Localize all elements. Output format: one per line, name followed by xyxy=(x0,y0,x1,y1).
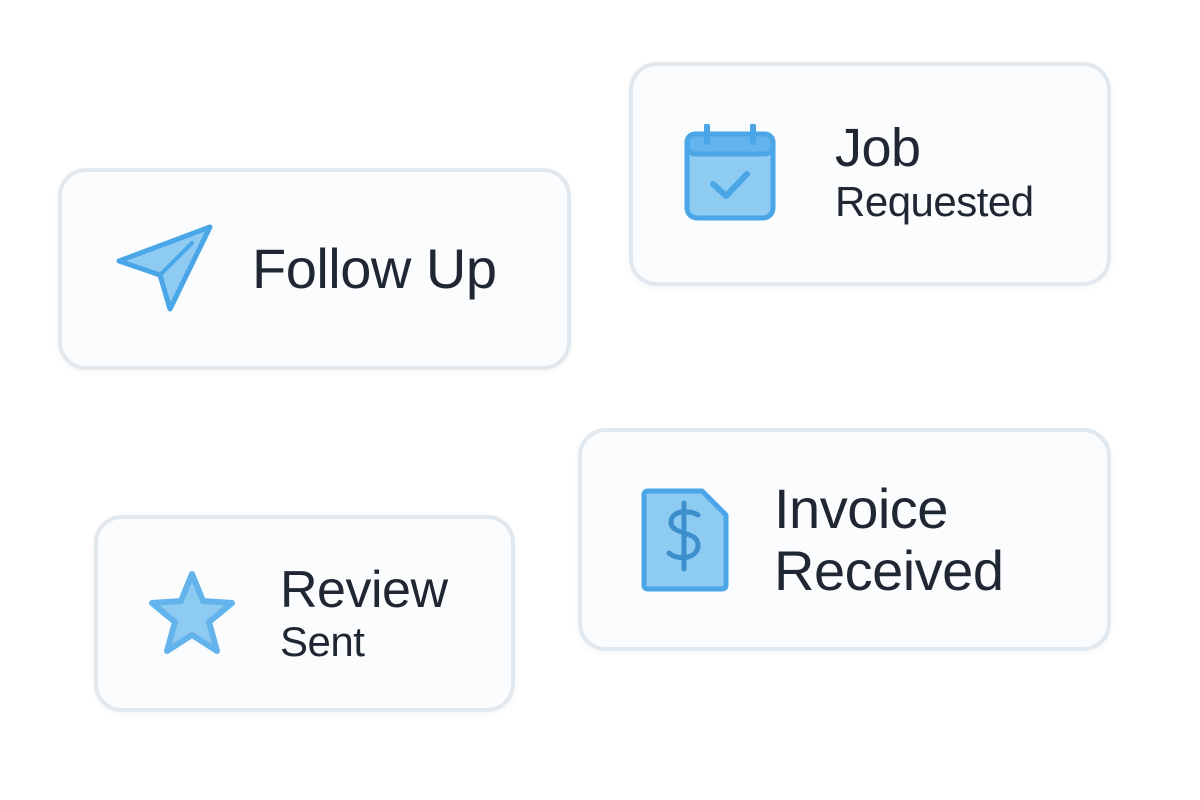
review-sent-card[interactable]: Review Sent xyxy=(94,515,515,712)
job-requested-label: Job Requested xyxy=(835,120,1034,227)
follow-up-title: Follow Up xyxy=(252,237,497,300)
follow-up-card[interactable]: Follow Up xyxy=(58,168,571,370)
review-sent-title: Review xyxy=(280,560,448,619)
follow-up-label: Follow Up xyxy=(252,237,497,300)
review-sent-subtitle: Sent xyxy=(280,618,365,665)
invoice-received-card[interactable]: Invoice Received xyxy=(578,428,1111,651)
invoice-dollar-icon xyxy=(640,487,730,593)
invoice-received-subtitle: Received xyxy=(774,538,1004,602)
calendar-check-icon xyxy=(683,124,777,224)
job-requested-card[interactable]: Job Requested xyxy=(629,62,1111,286)
invoice-received-label: Invoice Received xyxy=(774,476,1004,602)
star-icon xyxy=(146,568,238,660)
review-sent-label: Review Sent xyxy=(280,560,448,665)
job-requested-subtitle: Requested xyxy=(835,178,1034,226)
job-requested-title: Job xyxy=(835,118,921,179)
invoice-received-title: Invoice xyxy=(774,476,948,540)
paper-plane-icon xyxy=(114,219,214,319)
